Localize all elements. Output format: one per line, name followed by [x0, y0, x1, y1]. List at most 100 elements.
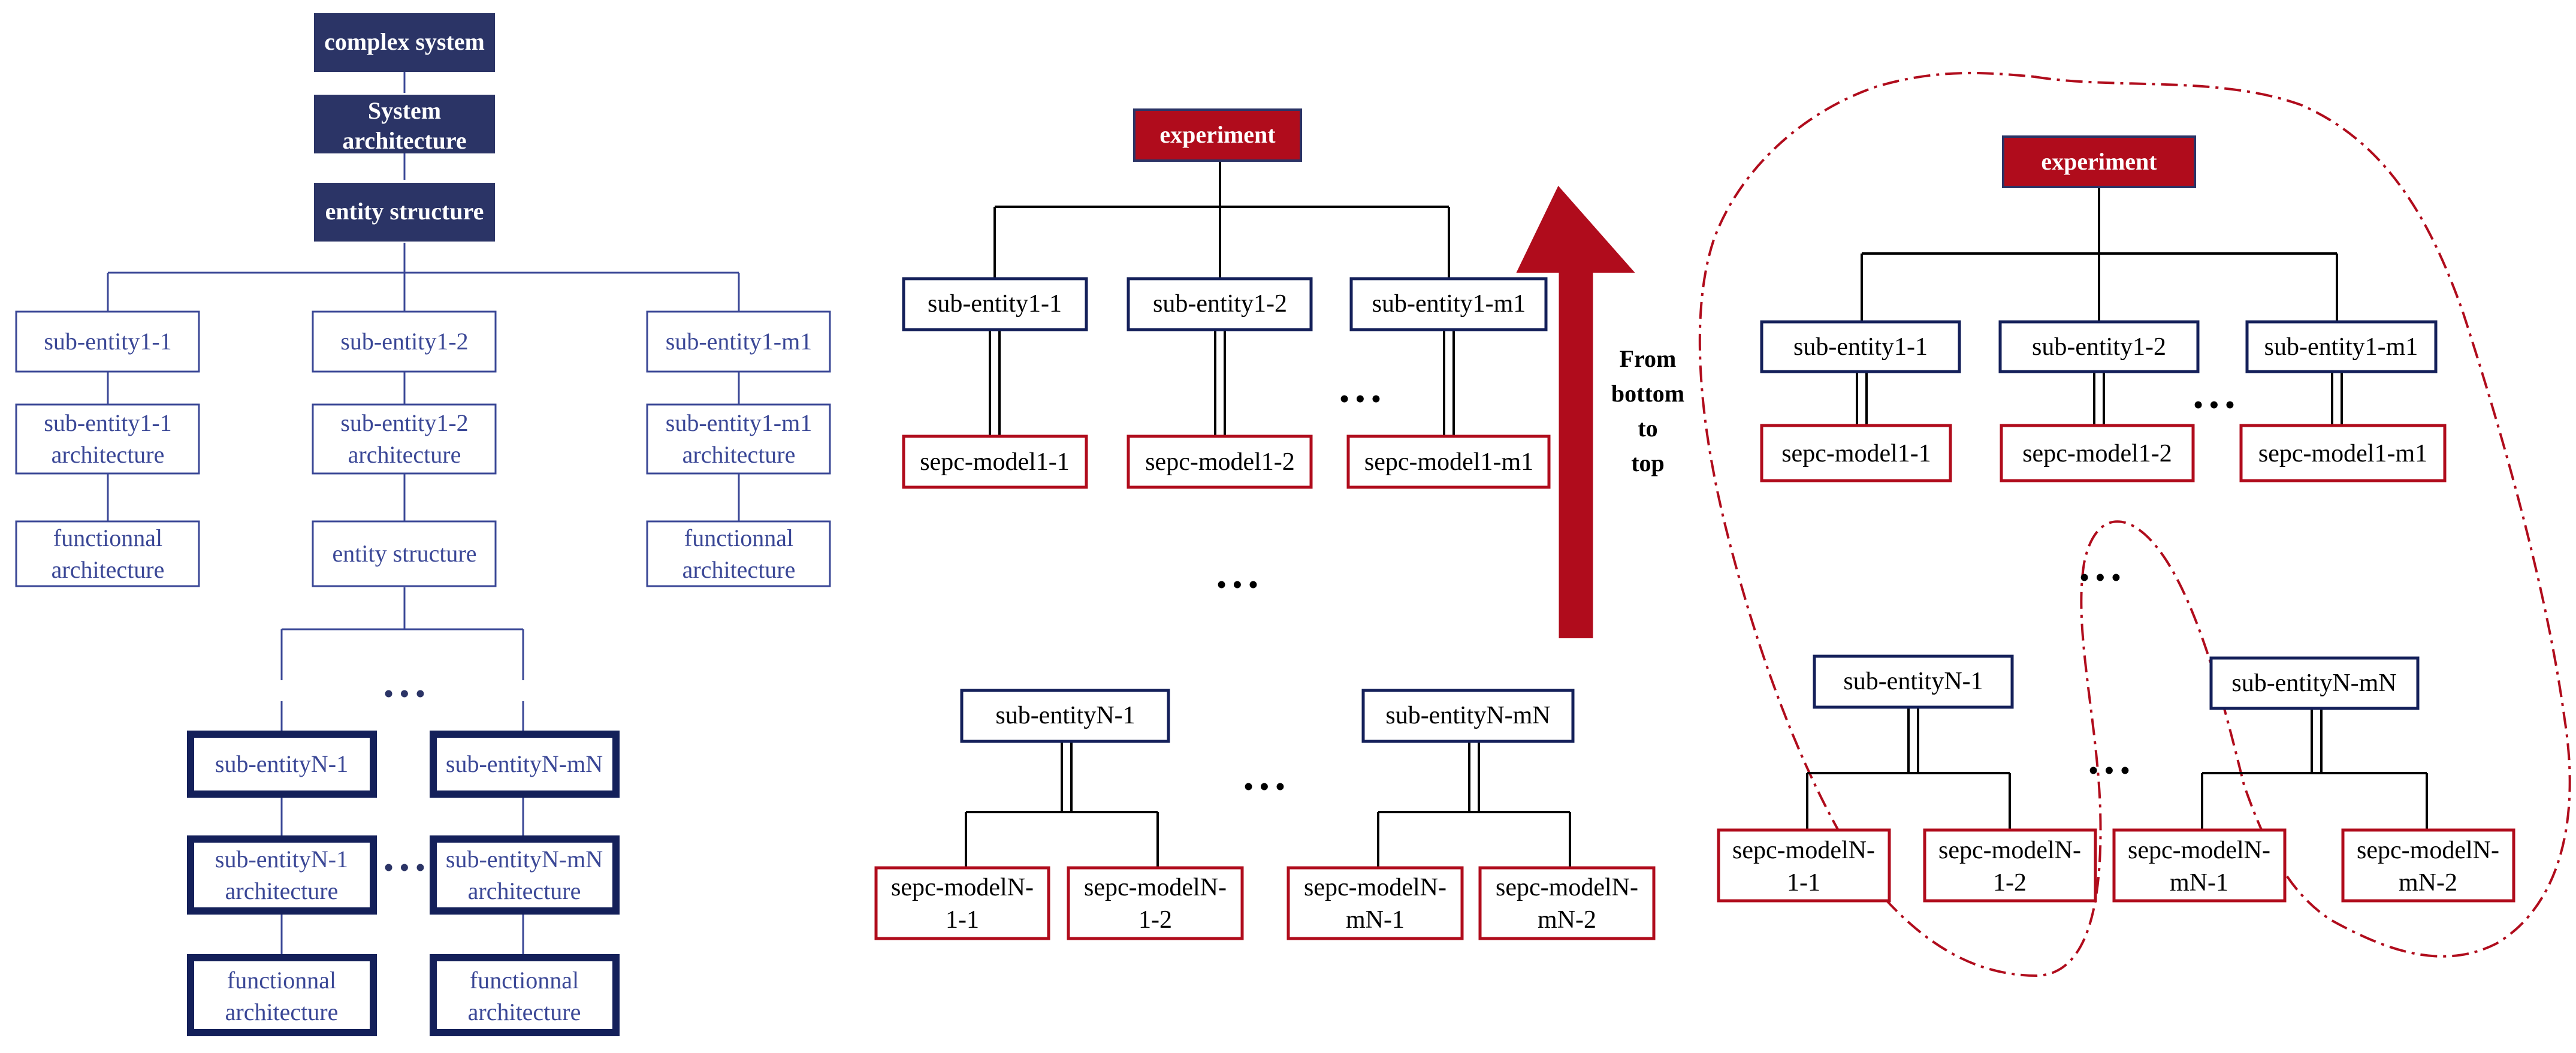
left-func-n1-label-2: architecture: [225, 998, 339, 1025]
left-subN-1-node: sub-entityN-1: [187, 731, 377, 798]
right-modelN-mN-1-node: sepc-modelN- mN-1: [2112, 828, 2287, 903]
middle-modelN-mN-2-label-2: mN-2: [1538, 906, 1596, 934]
right-model1-1-node: sepc-model1-1: [1760, 424, 1952, 482]
left-subN-1-arch-node: sub-entityN-1 architecture: [187, 835, 377, 915]
middle-modelN-1-2-label-2: 1-2: [1138, 906, 1172, 934]
middle-sub1-2-label: sub-entity1-2: [1153, 290, 1287, 318]
right-ellipsis-center: • • •: [2080, 563, 2121, 592]
middle-connectors: [965, 162, 1571, 868]
middle-modelN-mN-2-node: sepc-modelN- mN-2: [1478, 866, 1656, 940]
middle-model1-2-label: sepc-model1-2: [1145, 448, 1295, 476]
middle-model1-1-label: sepc-model1-1: [920, 448, 1070, 476]
middle-modelN-1-1-label-1: sepc-modelN-: [891, 874, 1034, 901]
left-sub1-1-arch-label-1: sub-entity1-1: [44, 409, 171, 436]
middle-subN-mN-label: sub-entityN-mN: [1385, 702, 1550, 729]
right-modelN-mN-2-label-2: mN-2: [2399, 869, 2457, 897]
middle-sub1-2-node: sub-entity1-2: [1127, 277, 1313, 331]
entity-structure-node: entity structure: [314, 183, 495, 242]
left-sub1-1-arch-label-2: architecture: [52, 441, 165, 468]
right-subN-mN-node: sub-entityN-mN: [2209, 656, 2420, 710]
left-sub1-2-arch-label-2: architecture: [348, 441, 461, 468]
system-architecture-label-1: System: [368, 97, 441, 124]
middle-experiment-label: experiment: [1159, 121, 1276, 148]
right-modelN-1-2-node: sepc-modelN- 1-2: [1923, 828, 2097, 903]
right-modelN-mN-2-node: sepc-modelN- mN-2: [2341, 828, 2515, 903]
right-model1-2-node: sepc-model1-2: [2000, 424, 2195, 482]
left-sub1-1-node: sub-entity1-1: [15, 310, 200, 373]
left-func-n1-label-1: functionnal: [227, 967, 336, 994]
left-sub1-1-arch-node: sub-entity1-1 architecture: [15, 403, 200, 475]
middle-modelN-1-1-node: sepc-modelN- 1-1: [874, 866, 1050, 940]
right-connectors: [1806, 187, 2428, 830]
right-model1-2-label: sepc-model1-2: [2022, 440, 2172, 467]
left-connectors: [107, 42, 740, 958]
outer-boundary-outline: [1698, 71, 2571, 977]
middle-modelN-mN-2-label-1: sepc-modelN-: [1496, 874, 1638, 901]
middle-modelN-mN-1-node: sepc-modelN- mN-1: [1287, 866, 1464, 940]
complex-system-node: complex system: [314, 13, 495, 72]
arrow-label: From bottom to top: [1611, 345, 1684, 476]
right-model1-m1-label: sepc-model1-m1: [2258, 440, 2427, 467]
middle-ellipsis-row2: • • •: [1244, 772, 1285, 801]
arrow-label-line-2: bottom: [1611, 380, 1684, 407]
middle-subN-1-label: sub-entityN-1: [995, 702, 1135, 729]
left-sub1-m1-arch-node: sub-entity1-m1 architecture: [646, 403, 831, 475]
left-entity-structure-2-label: entity structure: [332, 540, 476, 567]
middle-ellipsis-row1: • • •: [1340, 384, 1381, 414]
system-architecture-node: System architecture: [314, 95, 495, 154]
middle-sub1-m1-node: sub-entity1-m1: [1349, 277, 1548, 331]
right-model1-1-label: sepc-model1-1: [1781, 440, 1931, 467]
left-subN-mN-arch-label-1: sub-entityN-mN: [446, 846, 603, 873]
middle-sub1-1-node: sub-entity1-1: [902, 277, 1088, 331]
middle-model1-2-node: sepc-model1-2: [1127, 435, 1313, 489]
left-sub1-m1-arch-label-2: architecture: [682, 441, 796, 468]
middle-modelN-1-2-node: sepc-modelN- 1-2: [1067, 866, 1244, 940]
middle-modelN-mN-1-label-2: mN-1: [1346, 906, 1405, 934]
right-ellipsis-row2: • • •: [2089, 756, 2130, 785]
right-ellipsis-row1: • • •: [2194, 390, 2234, 420]
right-sub1-m1-label: sub-entity1-m1: [2264, 333, 2418, 361]
middle-subN-mN-node: sub-entityN-mN: [1361, 689, 1575, 743]
left-func-c-label-2: architecture: [682, 556, 796, 583]
right-subN-1-node: sub-entityN-1: [1813, 654, 2014, 709]
bottom-to-top-arrow: [1516, 186, 1635, 638]
left-subN-mN-node: sub-entityN-mN: [430, 731, 620, 798]
middle-modelN-1-1-label-2: 1-1: [946, 906, 979, 934]
left-subN-mN-arch-node: sub-entityN-mN architecture: [430, 835, 620, 915]
arrow-label-line-4: top: [1631, 449, 1665, 476]
left-sub1-2-arch-label-1: sub-entity1-2: [340, 409, 468, 436]
middle-model1-m1-node: sepc-model1-m1: [1346, 435, 1551, 489]
right-sub1-2-node: sub-entity1-2: [1998, 320, 2200, 373]
left-entity-structure-2-node: entity structure: [312, 520, 497, 587]
left-ellipsis-mid: • • •: [384, 853, 425, 882]
left-sub1-m1-arch-label-1: sub-entity1-m1: [666, 409, 812, 436]
right-experiment-label: experiment: [2041, 148, 2157, 175]
middle-ellipsis-center: • • •: [1217, 570, 1258, 599]
left-subN-1-arch-label-2: architecture: [225, 877, 339, 904]
left-sub1-2-arch-node: sub-entity1-2 architecture: [312, 403, 497, 475]
right-modelN-mN-2-label-1: sepc-modelN-: [2357, 837, 2499, 864]
left-func-a-label-2: architecture: [52, 556, 165, 583]
complex-system-label: complex system: [324, 28, 485, 55]
left-sub1-m1-node: sub-entity1-m1: [646, 310, 831, 373]
left-functional-arch-a-node: functionnal architecture: [15, 520, 200, 587]
middle-sub1-m1-label: sub-entity1-m1: [1372, 290, 1526, 318]
right-hierarchy: experiment sub-entity1-1 sub-entity1-2 s…: [1698, 71, 2571, 977]
arrow-label-line-1: From: [1620, 345, 1677, 372]
right-sub1-1-label: sub-entity1-1: [1793, 333, 1928, 361]
right-modelN-1-2-label-2: 1-2: [1993, 869, 2027, 897]
right-modelN-1-1-node: sepc-modelN- 1-1: [1717, 828, 1891, 903]
right-sub1-m1-node: sub-entity1-m1: [2245, 320, 2438, 373]
left-sub1-m1-label: sub-entity1-m1: [666, 328, 812, 355]
arrow-label-line-3: to: [1638, 415, 1657, 442]
left-sub1-1-label: sub-entity1-1: [44, 328, 171, 355]
left-subN-1-label: sub-entityN-1: [215, 750, 348, 777]
left-func-c-label-1: functionnal: [684, 524, 793, 551]
left-sub1-2-node: sub-entity1-2: [312, 310, 497, 373]
right-modelN-1-2-label-1: sepc-modelN-: [1938, 837, 2081, 864]
system-architecture-label-2: architecture: [342, 127, 466, 154]
right-sub1-1-node: sub-entity1-1: [1760, 320, 1961, 373]
middle-hierarchy: experiment sub-entity1-1 sub-entity1-2 s…: [874, 108, 1656, 940]
right-subN-1-label: sub-entityN-1: [1843, 668, 1983, 695]
